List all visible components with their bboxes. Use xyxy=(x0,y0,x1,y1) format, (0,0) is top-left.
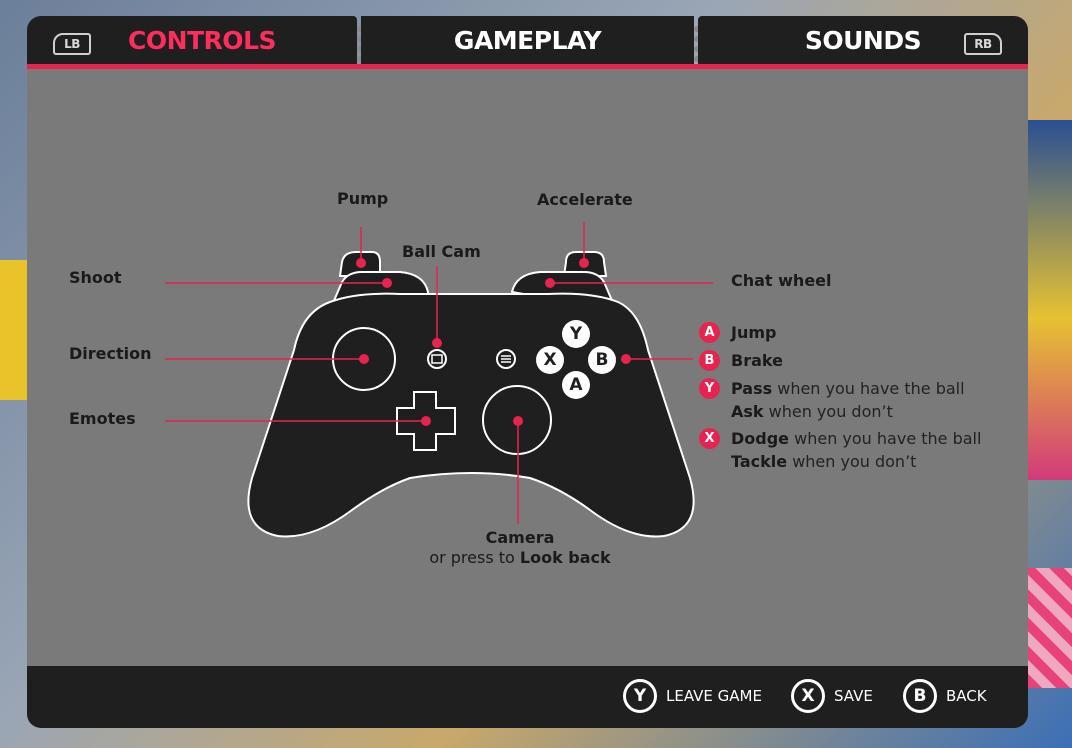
label-chat-wheel: Chat wheel xyxy=(731,271,832,290)
label-emotes: Emotes xyxy=(69,409,136,428)
x-button-icon: X xyxy=(791,679,825,713)
back-button[interactable]: B BACK xyxy=(903,679,987,713)
controller-body xyxy=(247,292,695,538)
camera-caption: Camera or press to Look back xyxy=(380,528,660,568)
background-decoration xyxy=(0,260,30,400)
legend-row-jump: A Jump xyxy=(699,321,1019,349)
face-button-x-label: X xyxy=(543,350,557,370)
label-camera: Camera xyxy=(485,528,555,547)
face-button-y xyxy=(562,320,590,348)
tab-sounds[interactable]: SOUNDS RB xyxy=(698,16,1028,64)
back-label: BACK xyxy=(946,687,987,705)
face-button-a xyxy=(562,371,590,399)
face-button-b-label: B xyxy=(595,350,609,370)
label-accelerate: Accelerate xyxy=(537,190,633,209)
tab-sounds-label: SOUNDS xyxy=(804,25,922,55)
leave-game-button[interactable]: Y LEAVE GAME xyxy=(623,679,762,713)
background-decoration xyxy=(1028,568,1072,688)
view-button xyxy=(427,349,447,369)
legend-row-dodge: X Dodge when you have the ball Tackle wh… xyxy=(699,427,1019,477)
label-shoot: Shoot xyxy=(69,268,122,287)
y-badge-icon: Y xyxy=(699,378,720,399)
label-look-back: or press to Look back xyxy=(429,548,611,567)
dpad xyxy=(396,391,456,451)
footer-action-bar: Y LEAVE GAME X SAVE B BACK xyxy=(27,666,1028,728)
lb-bumper-hint[interactable]: LB xyxy=(53,33,91,55)
tab-gameplay[interactable]: GAMEPLAY xyxy=(361,16,694,64)
tab-controls-label: CONTROLS xyxy=(127,25,277,55)
face-button-b xyxy=(588,346,616,374)
tab-separator xyxy=(694,26,700,62)
save-label: SAVE xyxy=(834,687,873,705)
label-ball-cam: Ball Cam xyxy=(402,242,481,261)
leave-game-label: LEAVE GAME xyxy=(666,687,762,705)
b-badge-icon: B xyxy=(699,350,720,371)
tab-gameplay-label: GAMEPLAY xyxy=(453,25,602,55)
label-direction: Direction xyxy=(69,344,152,363)
face-button-x xyxy=(536,346,564,374)
a-badge-icon: A xyxy=(699,322,720,343)
tab-underline xyxy=(27,64,1028,69)
label-pump: Pump xyxy=(337,189,389,208)
x-badge-icon: X xyxy=(699,428,720,449)
y-button-icon: Y xyxy=(623,679,657,713)
face-button-a-label: A xyxy=(569,375,583,395)
right-stick xyxy=(482,385,552,455)
rb-bumper-hint[interactable]: RB xyxy=(964,33,1002,55)
menu-button xyxy=(496,349,516,369)
tab-controls[interactable]: LB CONTROLS xyxy=(27,16,357,64)
save-button[interactable]: X SAVE xyxy=(791,679,873,713)
face-button-y-label: Y xyxy=(569,324,583,344)
background-decoration xyxy=(1028,120,1072,480)
b-button-icon: B xyxy=(903,679,937,713)
tab-separator xyxy=(357,26,363,62)
legend-row-pass: Y Pass when you have the ball Ask when y… xyxy=(699,377,1019,427)
settings-tab-bar: LB CONTROLS GAMEPLAY SOUNDS RB xyxy=(27,16,1028,69)
legend-row-brake: B Brake xyxy=(699,349,1019,377)
button-legend: A Jump B Brake Y Pass when you have the … xyxy=(699,321,1019,477)
